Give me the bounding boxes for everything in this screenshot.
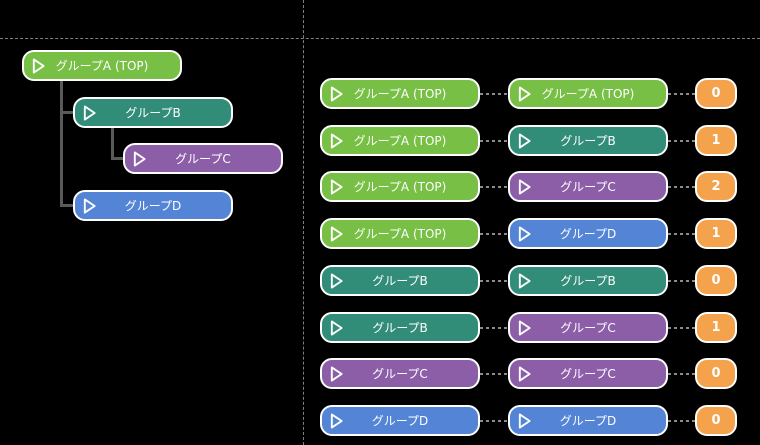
group-node-label: グループC [560, 179, 616, 194]
pair-connector-dash [480, 233, 508, 235]
group-node-pair-5-left[interactable]: グループB [320, 312, 480, 343]
group-node-label: グループA (TOP) [541, 86, 635, 101]
expand-triangle-icon [517, 225, 532, 242]
badge-connector-dash [668, 420, 695, 422]
expand-triangle-icon [329, 178, 344, 195]
expand-triangle-icon [82, 104, 97, 121]
distance-badge[interactable]: 1 [695, 312, 737, 343]
group-node-pair-5-right[interactable]: グループC [508, 312, 668, 343]
distance-badge[interactable]: 0 [695, 265, 737, 296]
badge-connector-dash [668, 280, 695, 282]
group-node-pair-2-left[interactable]: グループA (TOP) [320, 171, 480, 202]
expand-triangle-icon [517, 319, 532, 336]
group-node-label: グループD [559, 413, 617, 428]
badge-connector-dash [668, 373, 695, 375]
frame-divider-horizontal [0, 38, 760, 39]
group-node-groupC[interactable]: グループC [123, 143, 283, 174]
expand-triangle-icon [329, 85, 344, 102]
group-node-pair-2-right[interactable]: グループC [508, 171, 668, 202]
group-node-label: グループA (TOP) [353, 226, 447, 241]
expand-triangle-icon [31, 57, 46, 74]
group-node-pair-0-right[interactable]: グループA (TOP) [508, 78, 668, 109]
distance-badge[interactable]: 0 [695, 405, 737, 436]
pair-connector-dash [480, 140, 508, 142]
pair-connector-dash [480, 420, 508, 422]
tree-connector-vertical [111, 126, 114, 160]
group-node-pair-7-left[interactable]: グループD [320, 405, 480, 436]
expand-triangle-icon [517, 365, 532, 382]
distance-badge[interactable]: 1 [695, 218, 737, 249]
group-node-pair-4-left[interactable]: グループB [320, 265, 480, 296]
group-node-groupA[interactable]: グループA (TOP) [22, 50, 182, 81]
group-node-label: グループA (TOP) [353, 86, 447, 101]
distance-badge[interactable]: 2 [695, 171, 737, 202]
group-node-label: グループC [560, 366, 616, 381]
group-node-pair-6-left[interactable]: グループC [320, 358, 480, 389]
frame-divider-vertical [303, 0, 304, 445]
group-node-pair-1-left[interactable]: グループA (TOP) [320, 125, 480, 156]
tree-connector-horizontal [60, 204, 76, 207]
badge-connector-dash [668, 140, 695, 142]
expand-triangle-icon [329, 132, 344, 149]
pair-connector-dash [480, 373, 508, 375]
group-node-pair-0-left[interactable]: グループA (TOP) [320, 78, 480, 109]
badge-connector-dash [668, 93, 695, 95]
group-node-label: グループC [560, 320, 616, 335]
group-node-groupD[interactable]: グループD [73, 190, 233, 221]
badge-connector-dash [668, 327, 695, 329]
distance-badge[interactable]: 0 [695, 358, 737, 389]
tree-connector-horizontal [111, 157, 126, 160]
tree-connector-vertical [60, 79, 63, 207]
tree-connector-horizontal [60, 111, 76, 114]
group-node-label: グループC [175, 151, 231, 166]
group-node-label: グループB [372, 320, 428, 335]
group-node-label: グループD [124, 198, 182, 213]
expand-triangle-icon [329, 319, 344, 336]
group-node-label: グループB [125, 105, 181, 120]
group-node-label: グループC [372, 366, 428, 381]
group-node-label: グループD [371, 413, 429, 428]
expand-triangle-icon [329, 412, 344, 429]
expand-triangle-icon [329, 272, 344, 289]
expand-triangle-icon [517, 272, 532, 289]
group-node-pair-1-right[interactable]: グループB [508, 125, 668, 156]
group-node-label: グループA (TOP) [55, 58, 149, 73]
pair-connector-dash [480, 186, 508, 188]
group-node-pair-3-left[interactable]: グループA (TOP) [320, 218, 480, 249]
group-node-label: グループA (TOP) [353, 133, 447, 148]
badge-connector-dash [668, 186, 695, 188]
group-node-label: グループB [372, 273, 428, 288]
group-node-label: グループB [560, 133, 616, 148]
expand-triangle-icon [329, 365, 344, 382]
badge-connector-dash [668, 233, 695, 235]
expand-triangle-icon [329, 225, 344, 242]
pair-connector-dash [480, 93, 508, 95]
distance-badge[interactable]: 1 [695, 125, 737, 156]
group-node-groupB[interactable]: グループB [73, 97, 233, 128]
group-node-pair-4-right[interactable]: グループB [508, 265, 668, 296]
group-node-pair-6-right[interactable]: グループC [508, 358, 668, 389]
pair-connector-dash [480, 280, 508, 282]
group-node-label: グループA (TOP) [353, 179, 447, 194]
group-node-pair-7-right[interactable]: グループD [508, 405, 668, 436]
group-node-label: グループB [560, 273, 616, 288]
expand-triangle-icon [132, 150, 147, 167]
expand-triangle-icon [517, 85, 532, 102]
expand-triangle-icon [517, 412, 532, 429]
group-node-label: グループD [559, 226, 617, 241]
expand-triangle-icon [517, 178, 532, 195]
expand-triangle-icon [517, 132, 532, 149]
group-node-pair-3-right[interactable]: グループD [508, 218, 668, 249]
distance-badge[interactable]: 0 [695, 78, 737, 109]
pair-connector-dash [480, 327, 508, 329]
expand-triangle-icon [82, 197, 97, 214]
